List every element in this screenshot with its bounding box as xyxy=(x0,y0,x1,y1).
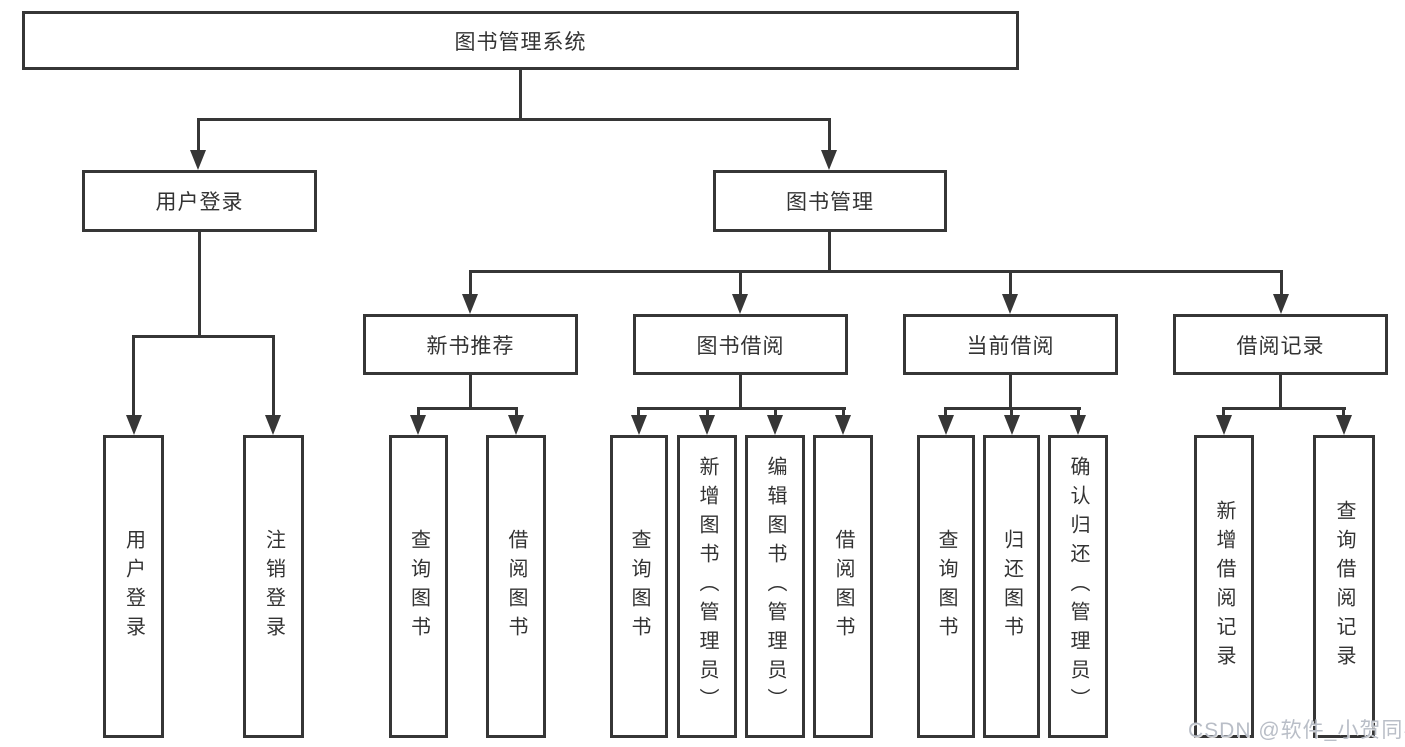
leaf-logout: 注销登录 xyxy=(243,435,304,738)
connector-drop-leaf-logout xyxy=(272,335,275,417)
connector-userlogin-rail xyxy=(132,335,275,338)
leaf-add-borrow-record: 新增借阅记录 xyxy=(1194,435,1254,738)
arrow-down-leaf-user-login xyxy=(126,415,142,435)
connector-drop-current-borrow xyxy=(1009,270,1012,296)
arrow-down-leaf xyxy=(508,415,524,435)
arrow-down-borrow-records xyxy=(1273,294,1289,314)
leaf-query-books-newbook: 查询图书 xyxy=(389,435,448,738)
connector-stub xyxy=(515,407,518,417)
connector-stub xyxy=(1222,407,1225,417)
arrow-down-leaf xyxy=(1004,415,1020,435)
connector-drop-new-book xyxy=(469,270,472,296)
leaf-borrow-books: 借阅图书 xyxy=(813,435,873,738)
connector-stub xyxy=(706,407,709,417)
node-label: 借阅记录 xyxy=(1236,334,1325,358)
leaf-label: 查询借阅记录 xyxy=(1333,499,1355,674)
csdn-watermark: CSDN @软件_小贺同学 xyxy=(1188,719,1405,742)
leaf-label: 借阅图书 xyxy=(505,528,527,645)
leaf-query-books-borrow: 查询图书 xyxy=(610,435,668,738)
connector-root-stem xyxy=(519,70,522,118)
leaf-label: 确认归还（管理员） xyxy=(1067,456,1089,717)
node-label: 新书推荐 xyxy=(426,334,515,358)
connector-stub xyxy=(774,407,777,417)
leaf-label: 用户登录 xyxy=(122,528,145,645)
leaf-confirm-return-admin: 确认归还（管理员） xyxy=(1048,435,1108,738)
leaf-label: 查询图书 xyxy=(935,528,957,645)
node-root-library-management-system: 图书管理系统 xyxy=(22,11,1019,70)
connector-drop-book-borrow xyxy=(739,270,742,296)
leaf-user-login: 用户登录 xyxy=(103,435,164,738)
arrow-down-current-borrow xyxy=(1002,294,1018,314)
node-label: 用户登录 xyxy=(155,191,244,214)
arrow-down-leaf xyxy=(767,415,783,435)
leaf-query-books-current: 查询图书 xyxy=(917,435,975,738)
node-user-login: 用户登录 xyxy=(82,170,317,232)
connector-stub xyxy=(417,407,420,417)
leaf-borrow-books-newbook: 借阅图书 xyxy=(486,435,546,738)
connector-bookborrow-stem xyxy=(739,375,742,407)
node-book-borrow: 图书借阅 xyxy=(633,314,848,375)
connector-bookmgmt-rail xyxy=(469,270,1282,273)
arrow-down-leaf xyxy=(1216,415,1232,435)
connector-borrowrecords-stem xyxy=(1279,375,1282,407)
node-new-book-recommend: 新书推荐 xyxy=(363,314,578,375)
arrow-down-book-borrow xyxy=(732,294,748,314)
connector-drop-leaf-user-login xyxy=(132,335,135,417)
leaf-label: 查询图书 xyxy=(628,528,650,645)
leaf-label: 注销登录 xyxy=(262,528,285,645)
leaf-label: 查询图书 xyxy=(407,528,430,645)
arrow-down-leaf xyxy=(699,415,715,435)
leaf-label: 新增图书（管理员） xyxy=(696,456,718,717)
connector-newbook-rail xyxy=(417,407,518,410)
node-book-management: 图书管理 xyxy=(713,170,947,232)
arrow-down-leaf xyxy=(631,415,647,435)
connector-drop-borrow-records xyxy=(1280,270,1283,296)
connector-drop-user-login xyxy=(197,118,200,152)
leaf-label: 编辑图书（管理员） xyxy=(764,456,786,717)
leaf-query-borrow-record: 查询借阅记录 xyxy=(1313,435,1375,738)
node-label: 图书管理 xyxy=(786,191,874,214)
arrow-down-user-login xyxy=(190,150,206,170)
arrow-down-leaf xyxy=(835,415,851,435)
arrow-down-leaf xyxy=(410,415,426,435)
connector-userlogin-stem xyxy=(198,232,201,335)
node-current-borrow: 当前借阅 xyxy=(903,314,1118,375)
arrow-down-book-management xyxy=(821,150,837,170)
connector-drop-book-management xyxy=(828,118,831,152)
connector-currentborrow-stem xyxy=(1009,375,1012,407)
leaf-label: 归还图书 xyxy=(1000,528,1023,645)
connector-stub xyxy=(637,407,640,417)
node-label: 图书管理系统 xyxy=(454,30,587,54)
node-borrow-records: 借阅记录 xyxy=(1173,314,1388,375)
connector-bookmgmt-stem xyxy=(828,232,831,270)
node-label: 当前借阅 xyxy=(966,334,1055,358)
connector-stub xyxy=(1010,407,1013,417)
connector-stub xyxy=(944,407,947,417)
leaf-label: 借阅图书 xyxy=(832,528,854,645)
arrow-down-leaf xyxy=(1336,415,1352,435)
connector-stub xyxy=(1342,407,1345,417)
arrow-down-leaf-logout xyxy=(265,415,281,435)
connector-borrowrecords-rail xyxy=(1222,407,1346,410)
connector-stub xyxy=(1077,407,1080,417)
leaf-return-books: 归还图书 xyxy=(983,435,1040,738)
connector-bookborrow-rail xyxy=(637,407,846,410)
connector-stub xyxy=(842,407,845,417)
arrow-down-leaf xyxy=(1070,415,1086,435)
connector-newbook-stem xyxy=(469,375,472,407)
node-label: 图书借阅 xyxy=(696,334,785,358)
leaf-label: 新增借阅记录 xyxy=(1213,499,1235,674)
arrow-down-new-book xyxy=(462,294,478,314)
leaf-add-books-admin: 新增图书（管理员） xyxy=(677,435,737,738)
connector-root-rail xyxy=(197,118,831,121)
arrow-down-leaf xyxy=(938,415,954,435)
leaf-edit-books-admin: 编辑图书（管理员） xyxy=(745,435,805,738)
